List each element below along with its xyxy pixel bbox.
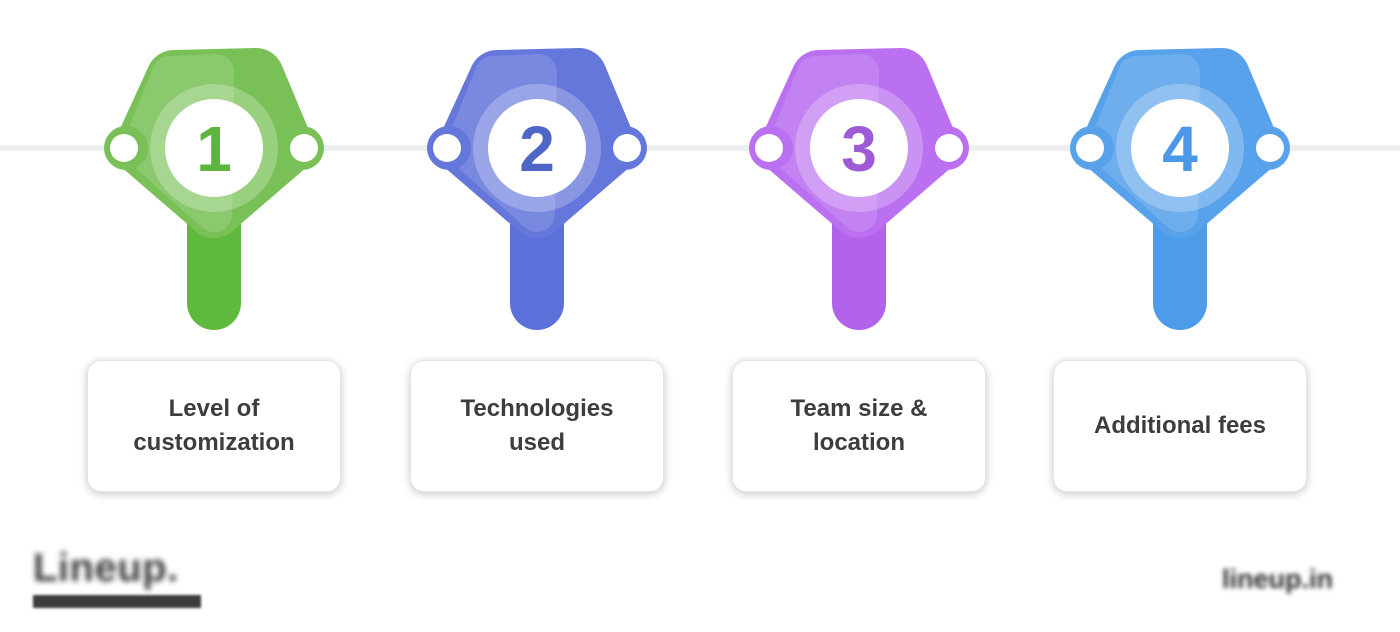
step-card-4: Additional fees (1053, 360, 1307, 492)
brand-underline (33, 595, 201, 608)
step-card-2: Technologies used (410, 360, 664, 492)
card-label: Additional fees (1093, 412, 1267, 439)
step-marker-2: 2 (427, 48, 647, 330)
connector-dot-right (613, 134, 641, 162)
step-card-3: Team size & location (732, 360, 986, 492)
card-label: Level of customization (133, 395, 295, 456)
step-number: 1 (196, 113, 232, 185)
connector-dot-right (1256, 134, 1284, 162)
card-label: Technologies used (460, 395, 614, 456)
step-marker-1: 1 (104, 48, 324, 330)
step-marker-4: 4 (1070, 48, 1290, 330)
step-marker-3: 3 (749, 48, 969, 330)
brand-logo: Lineup. (33, 546, 201, 608)
number-circle (1131, 99, 1229, 197)
step-number: 4 (1162, 113, 1198, 185)
watermark: lineup.in (1222, 564, 1333, 594)
brand-logo-text: Lineup. (33, 546, 179, 590)
card-label: Team size & location (790, 395, 928, 456)
connector-dot-right (290, 134, 318, 162)
connector-dot-left (110, 134, 138, 162)
step-number: 3 (841, 113, 877, 185)
step-number: 2 (519, 113, 555, 185)
connector-dot-left (755, 134, 783, 162)
step-card-1: Level of customization (87, 360, 341, 492)
connector-dot-left (1076, 134, 1104, 162)
number-circle (810, 99, 908, 197)
connector-dot-right (935, 134, 963, 162)
connector-dot-left (433, 134, 461, 162)
number-circle (488, 99, 586, 197)
timeline-line (0, 145, 1400, 151)
number-circle (165, 99, 263, 197)
